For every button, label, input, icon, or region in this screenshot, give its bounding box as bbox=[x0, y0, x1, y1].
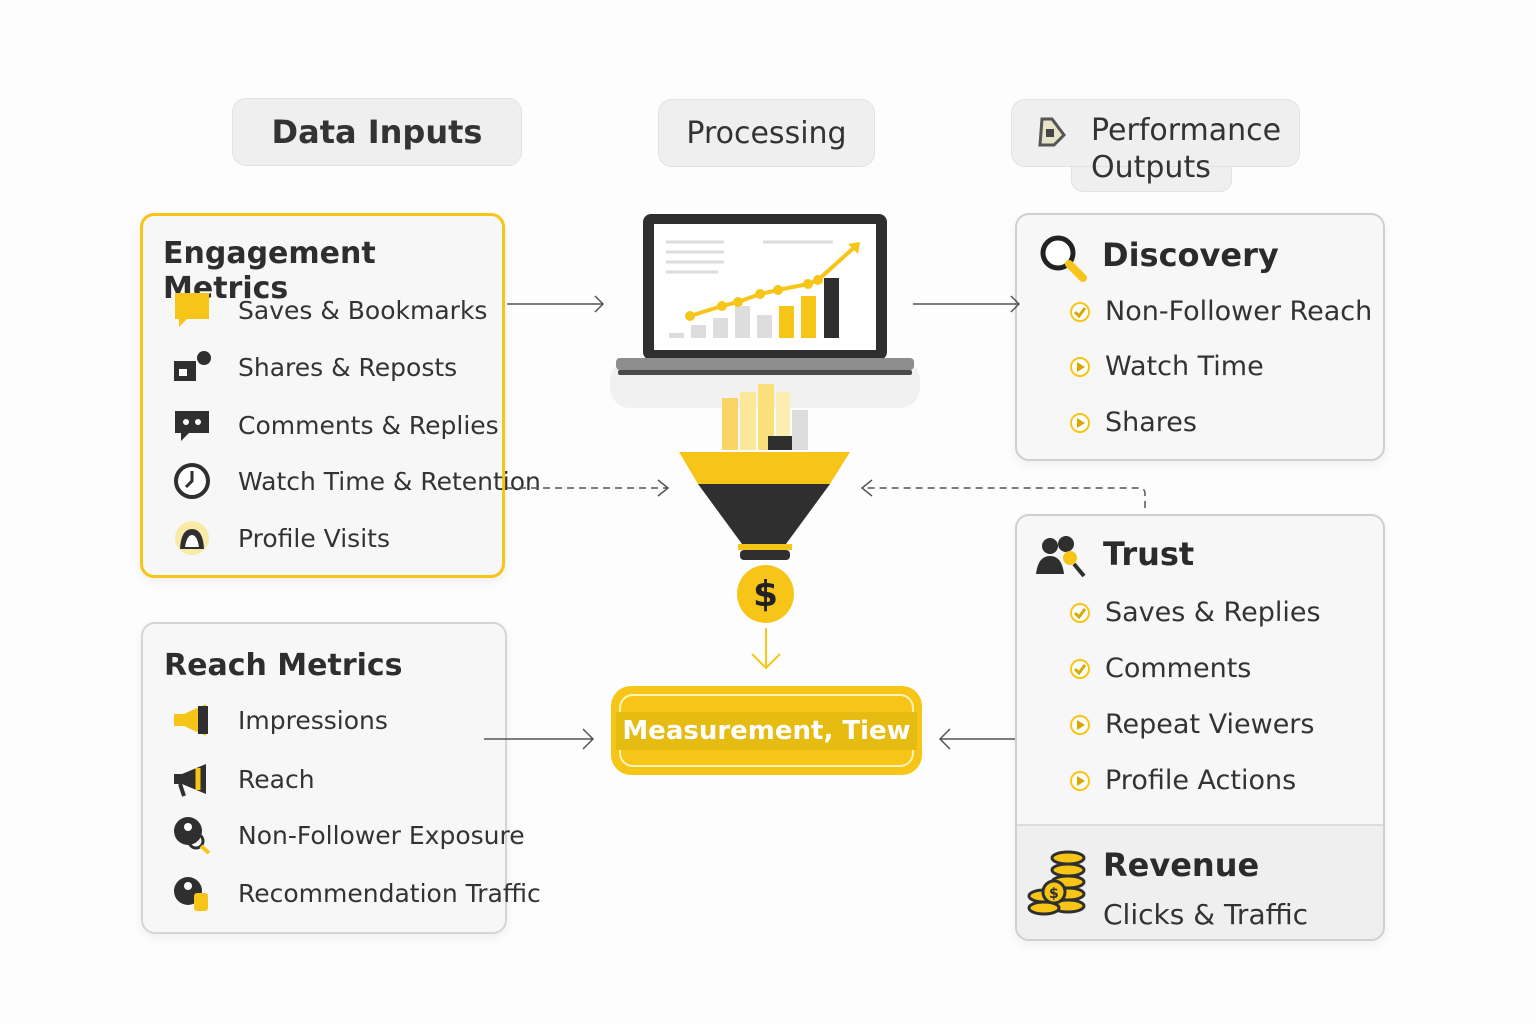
panel-title: Trust bbox=[1103, 535, 1195, 573]
arrow-dollar-to-measurement bbox=[751, 628, 781, 670]
revenue-subtitle: Clicks & Traffic bbox=[1103, 898, 1309, 931]
funnel-icon bbox=[676, 380, 856, 565]
arrow-reach-to-measurement bbox=[484, 728, 595, 750]
check-circle-icon bbox=[1070, 658, 1090, 679]
item-label: Saves & Replies bbox=[1105, 597, 1321, 628]
list-item: Reach bbox=[172, 759, 315, 799]
play-circle-icon bbox=[1070, 714, 1090, 735]
header-label: Performance bbox=[1091, 113, 1282, 148]
clock-icon bbox=[172, 461, 212, 501]
header-label: Processing bbox=[686, 115, 847, 151]
arrow-trust-to-funnel bbox=[862, 487, 1146, 508]
item-label: Repeat Viewers bbox=[1105, 709, 1315, 740]
play-circle-icon bbox=[1070, 770, 1090, 791]
list-item: Shares & Reposts bbox=[172, 347, 457, 387]
impressions-megaphone-icon bbox=[172, 700, 212, 740]
item-label: Comments & Replies bbox=[238, 410, 499, 440]
list-item: Non-Follower Reach bbox=[1069, 296, 1372, 327]
item-label: Watch Time bbox=[1105, 351, 1264, 382]
item-label: Impressions bbox=[238, 705, 388, 735]
check-circle-icon bbox=[1070, 301, 1090, 322]
profile-icon bbox=[172, 518, 212, 558]
arrow-engagement-to-processing bbox=[507, 295, 605, 313]
comment-icon bbox=[172, 405, 212, 445]
dollar-coin-icon: $ bbox=[737, 565, 794, 623]
chart-document-icon bbox=[1034, 115, 1074, 151]
panel-title: Engagement Metrics bbox=[163, 236, 376, 306]
item-label: Reach bbox=[238, 764, 315, 794]
list-item: Saves & Bookmarks bbox=[172, 290, 487, 330]
item-label: Shares bbox=[1105, 407, 1197, 438]
list-item: Saves & Replies bbox=[1069, 597, 1321, 628]
magnifier-icon bbox=[1038, 233, 1090, 285]
item-label: Watch Time & Retention bbox=[238, 466, 541, 496]
bookmark-icon bbox=[172, 290, 212, 330]
users-icon bbox=[1036, 534, 1088, 578]
panel-title: Discovery bbox=[1102, 236, 1279, 274]
list-item: Non-Follower Exposure bbox=[172, 815, 525, 855]
item-label: Comments bbox=[1105, 653, 1252, 684]
check-circle-icon bbox=[1070, 602, 1090, 623]
dollar-symbol: $ bbox=[752, 573, 779, 615]
megaphone-icon bbox=[172, 759, 212, 799]
header-label: Data Inputs bbox=[271, 113, 483, 151]
item-label: Profile Actions bbox=[1105, 765, 1297, 796]
share-icon bbox=[172, 347, 212, 387]
coins-icon: $ bbox=[1026, 846, 1088, 920]
arrow-trust-to-measurement bbox=[938, 728, 1015, 750]
user-traffic-icon bbox=[172, 873, 212, 913]
play-circle-icon bbox=[1070, 412, 1090, 433]
list-item: Repeat Viewers bbox=[1069, 709, 1314, 740]
list-item: Comments & Replies bbox=[172, 405, 499, 445]
item-label: Non-Follower Exposure bbox=[238, 820, 525, 850]
item-label: Profile Visits bbox=[238, 523, 390, 553]
list-item: Comments bbox=[1069, 653, 1251, 684]
list-item: Watch Time & Retention bbox=[172, 461, 541, 501]
svg-text:$: $ bbox=[1049, 886, 1059, 902]
play-circle-icon bbox=[1070, 356, 1090, 377]
list-item: Impressions bbox=[172, 700, 388, 740]
item-label: Shares & Reposts bbox=[238, 352, 458, 382]
header-label: Outputs bbox=[1091, 150, 1211, 185]
header-performance-outputs bbox=[1011, 99, 1300, 167]
list-item: Profile Visits bbox=[172, 518, 390, 558]
measurement-box[interactable]: Measurement, Tiew bbox=[611, 686, 922, 775]
user-search-icon bbox=[172, 815, 212, 855]
header-data-inputs: Data Inputs bbox=[232, 98, 522, 166]
panel-title: Reach Metrics bbox=[164, 648, 403, 683]
engagement-metrics-panel: Engagement Metrics bbox=[140, 213, 505, 578]
item-label: Recommendation Traffic bbox=[238, 878, 541, 908]
item-label: Non-Follower Reach bbox=[1105, 296, 1373, 327]
list-item: Profile Actions bbox=[1069, 765, 1296, 796]
item-label: Saves & Bookmarks bbox=[238, 295, 488, 325]
header-processing: Processing bbox=[658, 99, 875, 167]
measurement-label: Measurement, Tiew bbox=[616, 711, 917, 750]
laptop-chart-illustration bbox=[608, 210, 923, 410]
list-item: Watch Time bbox=[1069, 351, 1264, 382]
list-item: Shares bbox=[1069, 407, 1197, 438]
arrow-processing-to-discovery bbox=[913, 295, 1021, 313]
revenue-title: Revenue bbox=[1103, 846, 1260, 884]
list-item: Recommendation Traffic bbox=[172, 873, 541, 913]
